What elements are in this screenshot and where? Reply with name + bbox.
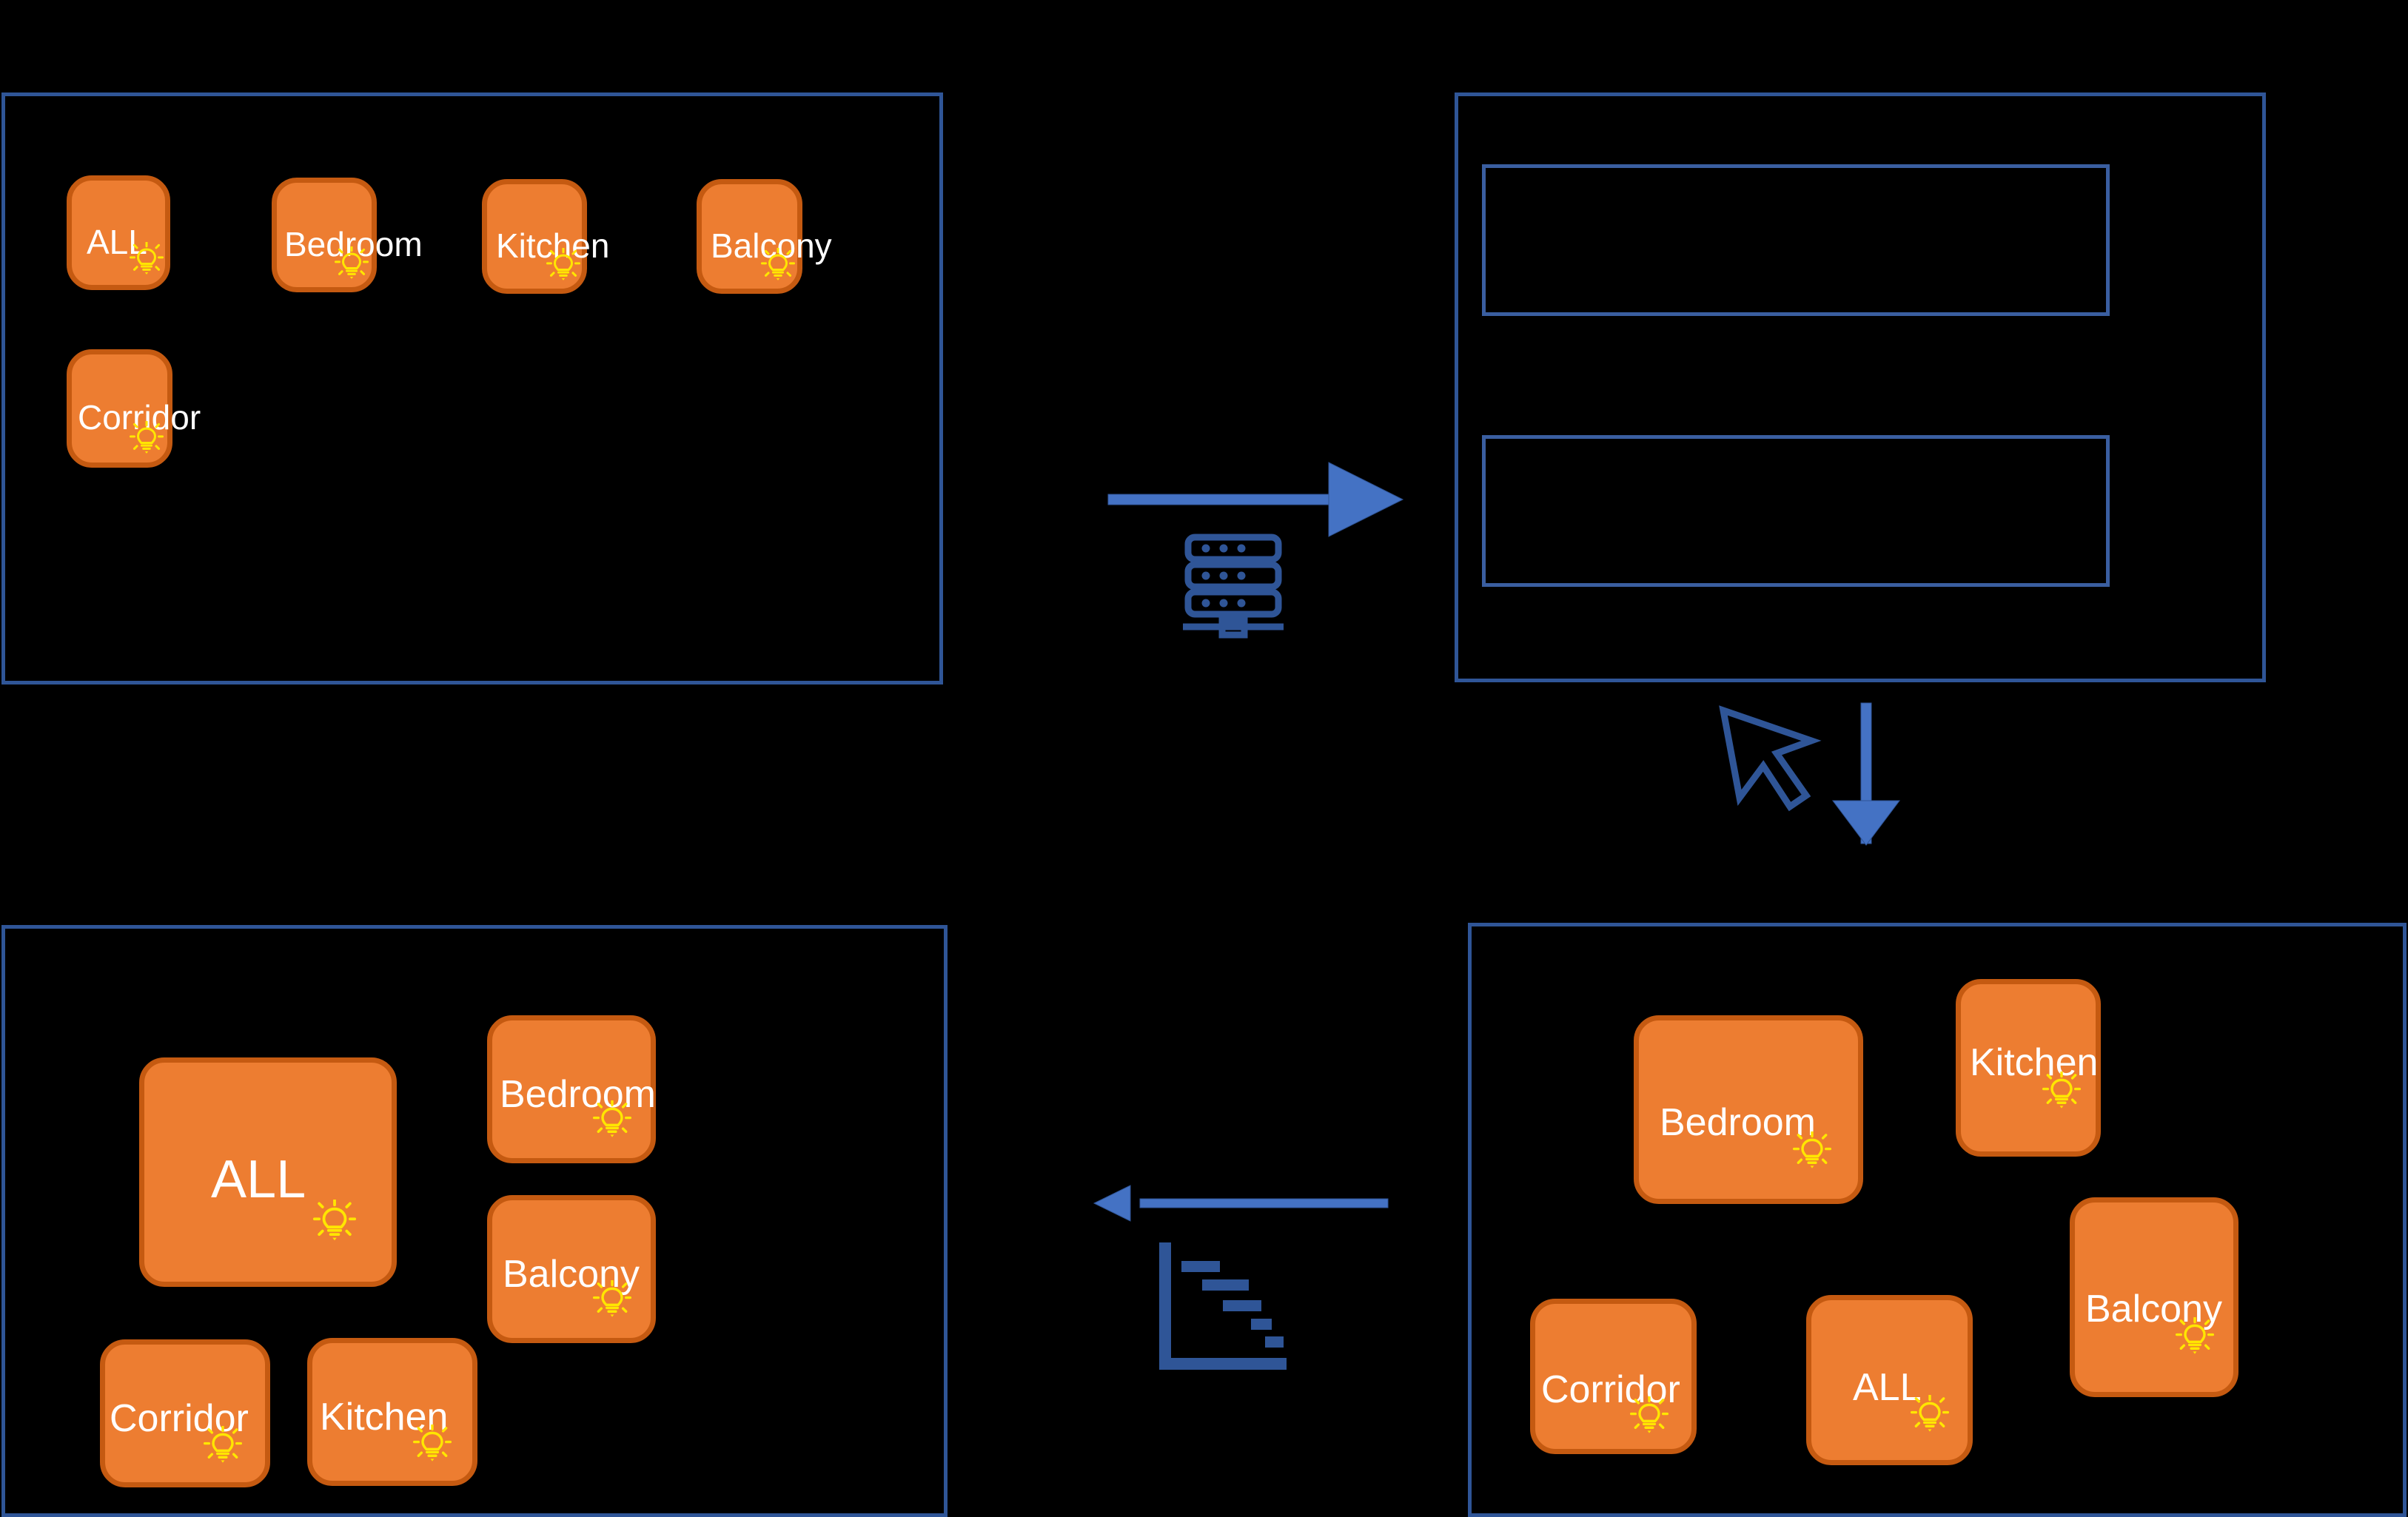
room-card-bedroom[interactable]: Bedroom: [487, 1015, 656, 1163]
gantt-chart-icon: [1159, 1242, 1287, 1370]
room-card-all[interactable]: ALL: [67, 175, 170, 290]
lightbulb-icon: [1911, 1395, 1949, 1432]
lightbulb-icon: [1630, 1396, 1669, 1433]
room-card-balcony[interactable]: Balcony: [697, 179, 832, 294]
server-rack-icon: [1183, 534, 1284, 639]
right-arrow: [1107, 462, 1404, 537]
room-card-corridor[interactable]: Corridor: [67, 349, 201, 468]
room-card-corridor[interactable]: Corridor: [100, 1339, 270, 1487]
room-card-label: Kitchen: [320, 1396, 449, 1439]
room-card-label: ALL: [211, 1150, 306, 1209]
room-card-bedroom[interactable]: Bedroom: [272, 178, 423, 292]
lightbulb-icon: [761, 248, 795, 280]
room-card-label: Kitchen: [496, 226, 610, 265]
lightbulb-icon: [1793, 1131, 1831, 1168]
room-card-label: Corridor: [78, 398, 201, 437]
lightbulb-icon: [335, 246, 369, 279]
room-card-kitchen[interactable]: Kitchen: [482, 179, 609, 294]
room-card-kitchen[interactable]: Kitchen: [1956, 979, 2101, 1157]
lightbulb-icon: [2176, 1317, 2214, 1354]
lightbulb-icon: [130, 242, 164, 275]
room-card-label: Bedroom: [1660, 1101, 1816, 1144]
left-arrow: [1093, 1185, 1389, 1222]
room-card-label: Corridor: [1541, 1368, 1680, 1411]
room-card-label: Kitchen: [1970, 1041, 2099, 1084]
room-card-all[interactable]: ALL: [139, 1057, 397, 1287]
mouse-cursor-icon: [1719, 705, 1822, 812]
lightbulb-icon: [313, 1200, 356, 1241]
room-card-label: Balcony: [2085, 1288, 2222, 1331]
down-arrow: [1832, 702, 1900, 846]
empty-rect-top[interactable]: [1482, 164, 2110, 316]
room-card-label: Bedroom: [284, 225, 423, 263]
room-card-label: Balcony: [503, 1253, 640, 1296]
room-card-all[interactable]: ALL: [1806, 1295, 1973, 1465]
lightbulb-icon: [546, 248, 580, 280]
room-card-label: Corridor: [110, 1397, 249, 1440]
room-card-kitchen[interactable]: Kitchen: [307, 1338, 477, 1486]
lightbulb-icon: [204, 1426, 242, 1463]
room-card-bedroom[interactable]: Bedroom: [1634, 1015, 1863, 1204]
room-card-label: Bedroom: [500, 1073, 656, 1116]
lightbulb-icon: [593, 1280, 631, 1317]
room-card-label: ALL: [1853, 1366, 1922, 1409]
room-card-label: ALL: [87, 223, 147, 261]
lightbulb-icon: [2042, 1072, 2081, 1109]
lightbulb-icon: [413, 1424, 452, 1462]
lightbulb-icon: [130, 421, 164, 454]
empty-rect-bottom[interactable]: [1482, 435, 2110, 587]
empty-container-panel: [1455, 92, 2266, 682]
room-card-balcony[interactable]: Balcony: [2070, 1197, 2238, 1397]
lightbulb-icon: [593, 1100, 631, 1137]
room-card-balcony[interactable]: Balcony: [487, 1195, 656, 1343]
room-card-corridor[interactable]: Corridor: [1530, 1299, 1697, 1454]
server-rack-dots: [1201, 544, 1246, 608]
